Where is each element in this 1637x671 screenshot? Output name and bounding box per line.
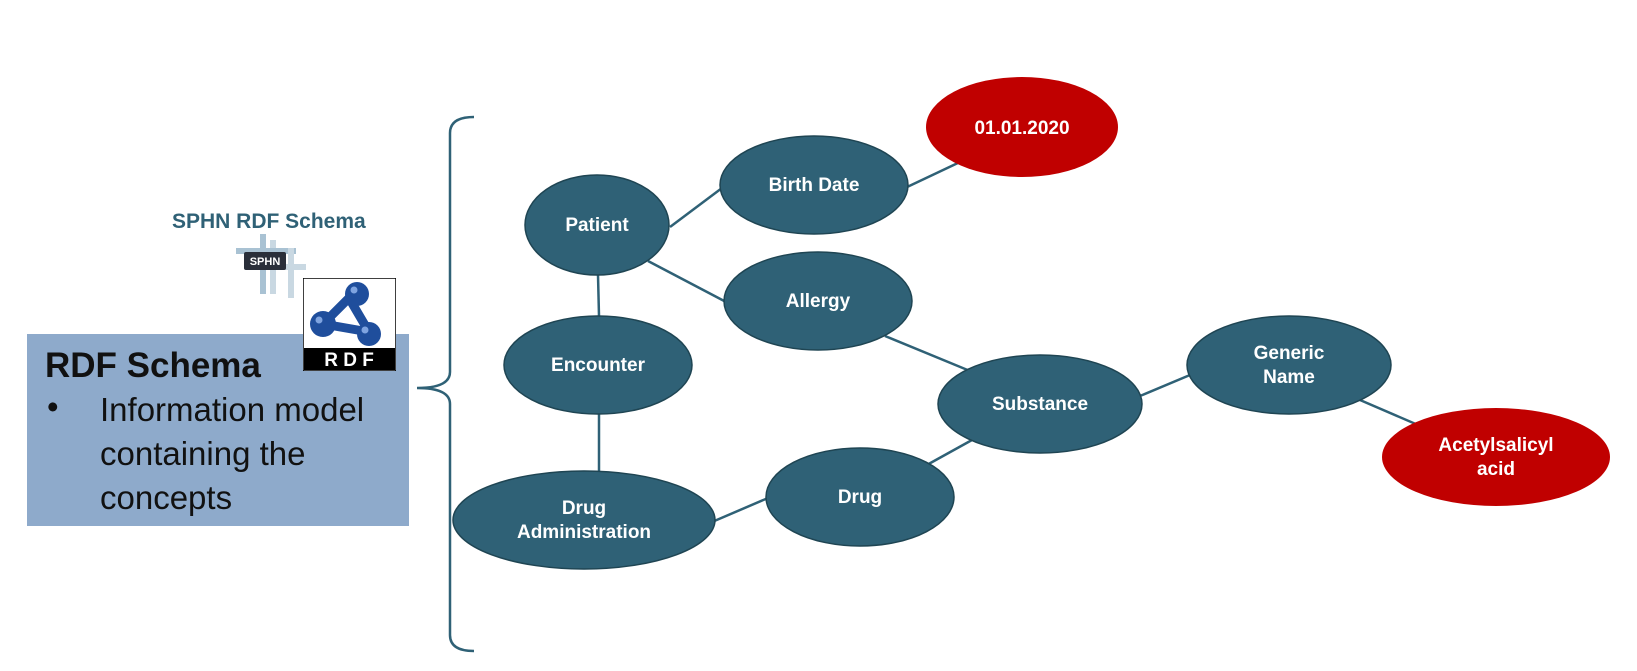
panel-heading: RDF Schema xyxy=(45,346,261,385)
node-label: Substance xyxy=(992,394,1088,415)
node-label: Drug xyxy=(838,487,882,508)
node-label-line1: Drug xyxy=(562,498,606,519)
curly-bracket xyxy=(416,115,475,653)
node-birth-date: Birth Date xyxy=(719,135,909,235)
node-label: Encounter xyxy=(551,355,646,376)
edge-allergy-substance xyxy=(884,334,971,373)
node-drug: Drug xyxy=(765,447,955,547)
node-encounter: Encounter xyxy=(503,315,693,415)
edge-birthdate-value xyxy=(904,160,961,190)
node-birth-date-value: 01.01.2020 xyxy=(926,77,1118,177)
node-acetylsalicyl-acid: Acetylsalicyl acid xyxy=(1382,408,1610,506)
bullet-text: Information model containing the concept… xyxy=(100,391,365,516)
rdf-logo-icon: R D F xyxy=(303,278,396,371)
sphn-logo-icon: SPHN xyxy=(236,234,306,298)
edge-drug-substance xyxy=(924,438,973,468)
node-label: Birth Date xyxy=(769,175,860,196)
node-label-line2: Name xyxy=(1263,367,1315,388)
edge-genericname-acetylsalicyl xyxy=(1359,398,1419,427)
node-label: 01.01.2020 xyxy=(974,118,1069,139)
edge-patient-encounter xyxy=(596,274,601,317)
node-label-line1: Generic xyxy=(1254,343,1325,364)
node-label-line2: acid xyxy=(1477,459,1515,480)
node-label-line2: Administration xyxy=(517,522,651,543)
edge-patient-allergy xyxy=(647,259,729,305)
edge-drugadmin-drug xyxy=(711,496,769,524)
node-patient: Patient xyxy=(524,174,670,276)
node-label: Patient xyxy=(565,215,629,236)
node-substance: Substance xyxy=(937,354,1143,454)
node-label: Allergy xyxy=(786,291,851,312)
rdf-logo-letters: R D F xyxy=(324,350,374,371)
node-label-line1: Acetylsalicyl xyxy=(1438,435,1553,456)
edges xyxy=(596,160,1419,524)
bullet-symbol: • xyxy=(47,388,59,425)
sphn-badge-text: SPHN xyxy=(250,256,281,268)
node-allergy: Allergy xyxy=(723,251,913,351)
node-drug-administration: Drug Administration xyxy=(452,470,716,570)
edge-substance-genericname xyxy=(1139,373,1191,398)
edge-patient-birthdate xyxy=(669,187,723,228)
logo-title: SPHN RDF Schema xyxy=(172,210,366,233)
node-generic-name: Generic Name xyxy=(1186,315,1392,415)
